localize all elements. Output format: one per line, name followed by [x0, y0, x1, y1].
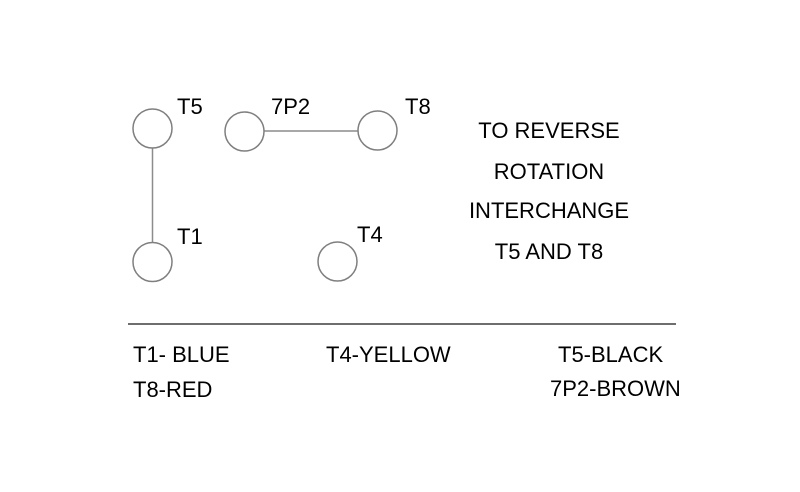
terminal-t5-circle [132, 108, 173, 149]
legend-7p2-brown: 7P2-BROWN [550, 376, 681, 401]
terminal-t8-label: T8 [405, 94, 431, 119]
note-line-4: T5 AND T8 [495, 239, 603, 264]
terminal-t4-circle [317, 241, 358, 282]
terminal-t5-label: T5 [177, 94, 203, 119]
legend-t8-red: T8-RED [133, 377, 212, 402]
legend-t1-blue: T1- BLUE [133, 342, 230, 367]
note-line-2: ROTATION [494, 159, 604, 184]
note-line-3: INTERCHANGE [469, 198, 629, 223]
terminal-7p2-circle [224, 111, 265, 152]
terminal-7p2-label: 7P2 [271, 94, 310, 119]
terminal-t4-label: T4 [357, 222, 383, 247]
legend-t4-yellow: T4-YELLOW [326, 342, 451, 367]
terminal-t1-label: T1 [177, 224, 203, 249]
terminal-t8-circle [357, 110, 398, 151]
note-line-1: TO REVERSE [478, 118, 619, 143]
terminal-t1-circle [132, 241, 173, 283]
legend-t5-black: T5-BLACK [558, 342, 663, 367]
